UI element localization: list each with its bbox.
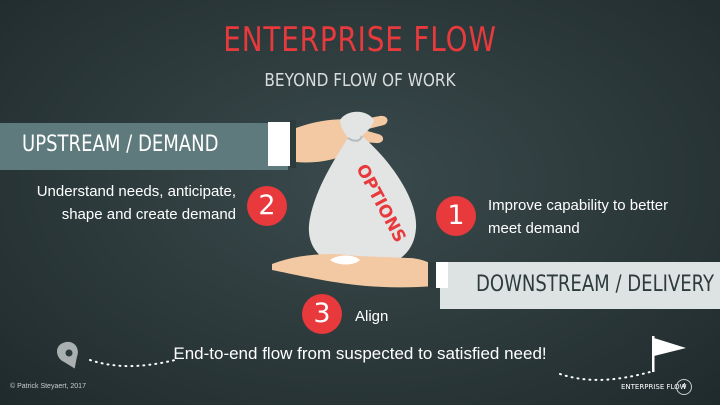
options-illustration: OPTIONS [268,111,448,288]
receiving-hand-icon [272,254,448,288]
copyright: © Patrick Steyaert, 2017 [10,383,86,390]
flow-path [57,336,686,381]
footer-title: ENTERPRISE FLOW [621,383,687,391]
upstream-label: UPSTREAM / DEMAND [22,132,219,157]
downstream-band: DOWNSTREAM / DELIVERY [440,262,720,309]
tagline: End-to-end flow from suspected to satisf… [173,344,547,363]
slide-title: Enterprise Flow [223,20,497,60]
point-3-badge: 3 [302,294,342,334]
upstream-band: UPSTREAM / DEMAND [0,123,288,170]
point-1-text: Improve capability to better meet demand [488,197,669,237]
finish-flag-icon [652,336,686,372]
point-2-badge: 2 [247,186,287,226]
money-bag-icon [308,111,417,269]
location-pin-icon [57,341,78,369]
point-1-badge: 1 [436,196,476,236]
slide-subtitle: BEYOND FLOW OF WORK [264,70,456,91]
point-3-text: Align [355,308,389,325]
downstream-label: DOWNSTREAM / DELIVERY [476,272,715,297]
point-2-text: Understand needs, anticipate, shape and … [36,183,236,223]
page-number: 4 [676,379,692,395]
